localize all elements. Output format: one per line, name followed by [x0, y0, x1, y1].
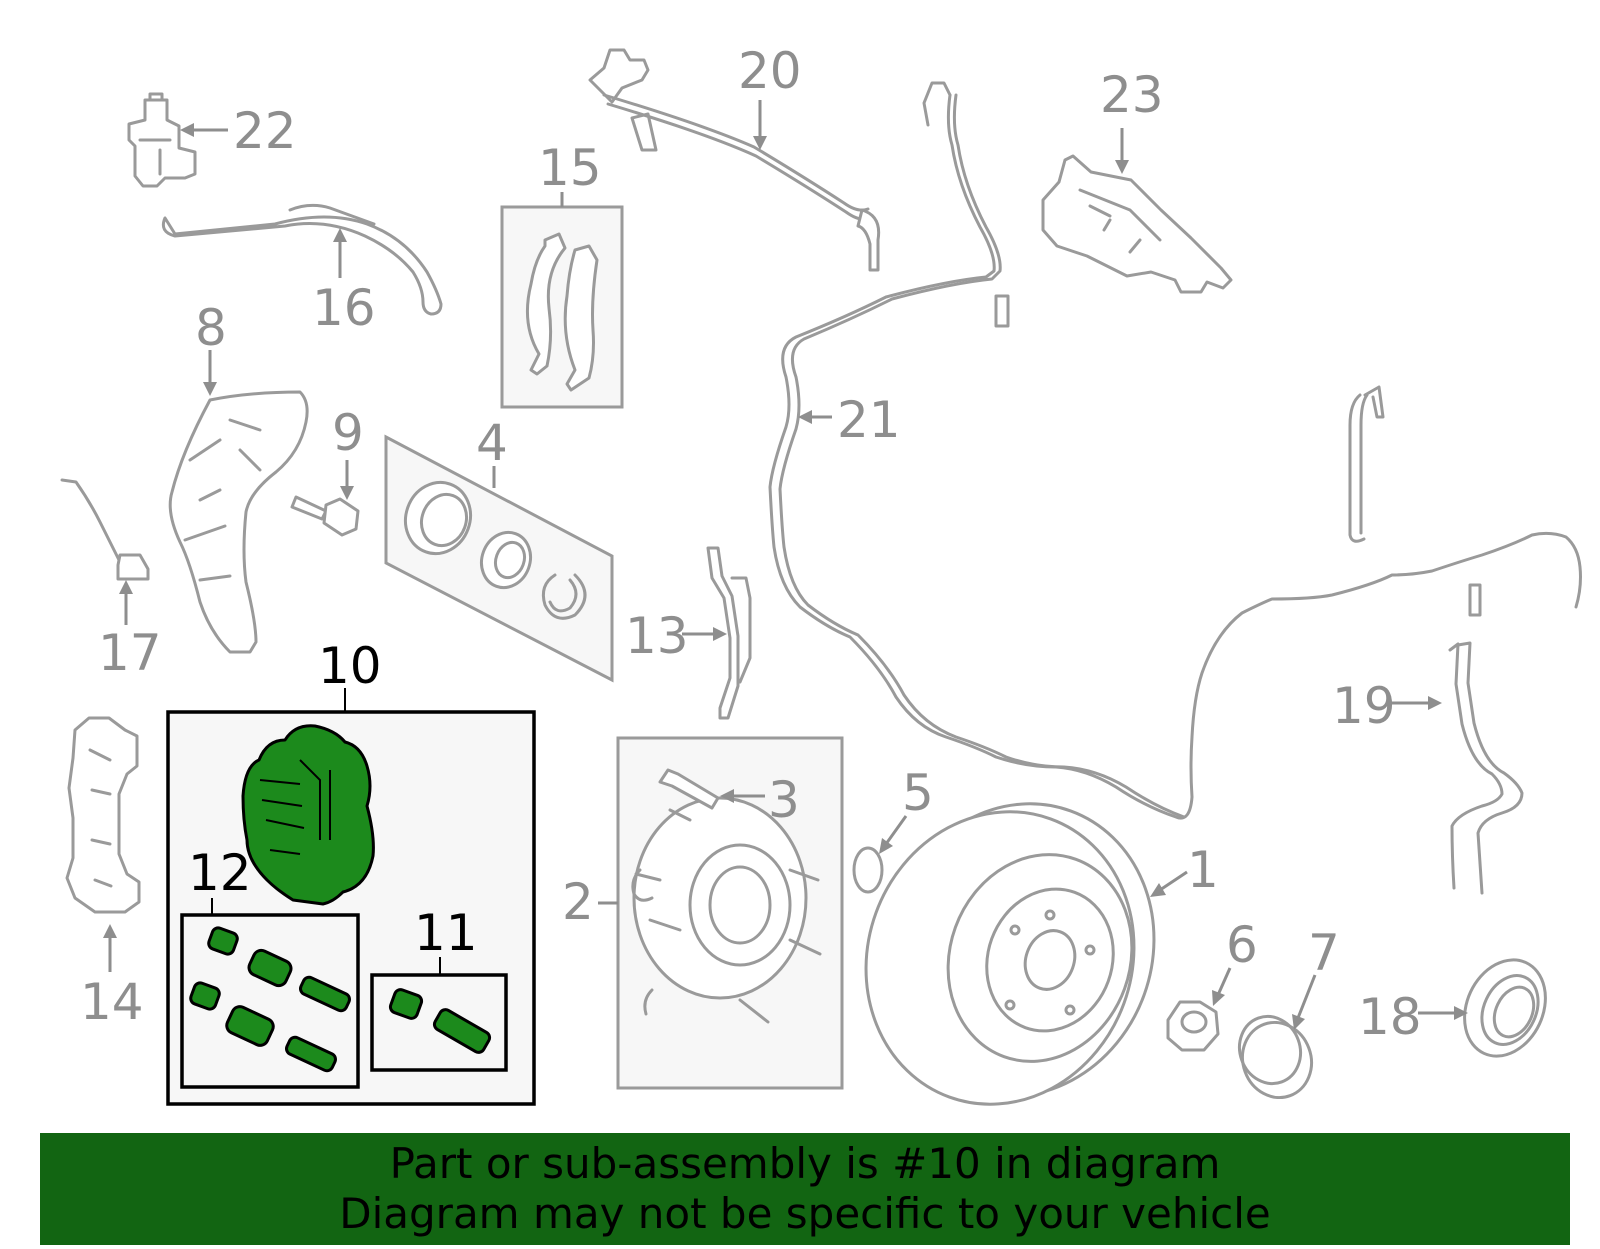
part-7-cap[interactable]	[1230, 1008, 1322, 1108]
part-10-caliper[interactable]	[241, 724, 375, 906]
label-5[interactable]: 5	[902, 764, 934, 822]
label-22[interactable]: 22	[233, 102, 297, 160]
part-22-valve[interactable]	[127, 92, 197, 188]
label-1[interactable]: 1	[1187, 841, 1219, 899]
part-15-box	[500, 205, 624, 409]
label-20[interactable]: 20	[738, 42, 802, 100]
part-15-pads[interactable]	[525, 232, 599, 392]
label-16[interactable]: 16	[312, 279, 376, 337]
part-14-caliper-bracket[interactable]	[65, 716, 141, 914]
part-3-stud[interactable]	[658, 768, 720, 810]
part-23-bracket[interactable]	[1041, 154, 1233, 294]
label-17[interactable]: 17	[98, 624, 162, 682]
label-23[interactable]: 23	[1100, 66, 1164, 124]
label-7[interactable]: 7	[1308, 924, 1340, 982]
label-13[interactable]: 13	[625, 607, 689, 665]
banner-line-2: Diagram may not be specific to your vehi…	[339, 1189, 1271, 1238]
part-12-pin-kit[interactable]	[189, 926, 351, 1073]
part-17-sensor[interactable]	[60, 478, 150, 581]
label-3[interactable]: 3	[768, 771, 800, 829]
label-4[interactable]: 4	[476, 414, 508, 472]
part-2-hub[interactable]	[631, 796, 822, 1024]
part-9-bolt[interactable]	[290, 495, 360, 537]
part-8-splash-shield[interactable]	[168, 390, 309, 654]
part-4-seals[interactable]	[396, 473, 587, 620]
part-6-nut[interactable]	[1166, 1000, 1220, 1052]
part-1-rotor[interactable]	[825, 766, 1194, 1142]
part-16-hose[interactable]	[161, 203, 443, 316]
part-19-sensor-wire[interactable]	[1448, 641, 1524, 895]
label-21[interactable]: 21	[837, 391, 901, 449]
banner-line-1: Part or sub-assembly is #10 in diagram	[389, 1139, 1221, 1188]
part-13-clip[interactable]	[706, 546, 752, 720]
label-2[interactable]: 2	[562, 873, 594, 931]
part-18-bearing[interactable]	[1449, 947, 1560, 1070]
label-6[interactable]: 6	[1226, 916, 1258, 974]
label-18[interactable]: 18	[1358, 988, 1422, 1046]
info-banner: Part or sub-assembly is #10 in diagram D…	[40, 1133, 1570, 1245]
part-5-o-ring[interactable]	[852, 846, 884, 894]
part-20-sensor-wire[interactable]	[588, 48, 881, 272]
label-9[interactable]: 9	[332, 404, 364, 462]
label-12[interactable]: 12	[188, 844, 252, 902]
label-14[interactable]: 14	[80, 973, 144, 1031]
part-21-brake-line[interactable]	[768, 81, 1582, 820]
label-19[interactable]: 19	[1332, 677, 1396, 735]
label-15[interactable]: 15	[538, 139, 602, 197]
label-11[interactable]: 11	[414, 904, 478, 962]
label-10[interactable]: 10	[318, 637, 382, 695]
label-8[interactable]: 8	[195, 299, 227, 357]
part-11-pin-kit[interactable]	[388, 988, 492, 1055]
